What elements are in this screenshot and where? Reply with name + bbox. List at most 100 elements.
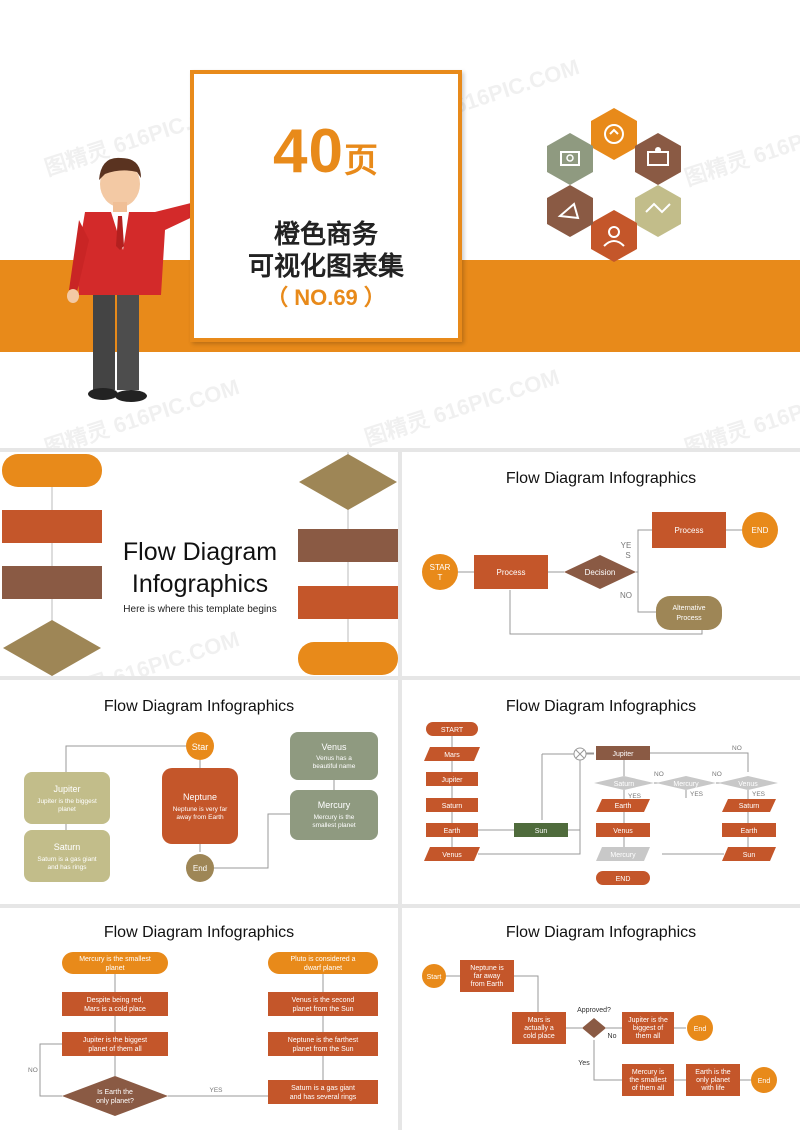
jupiter-box: [24, 772, 110, 824]
l3-text: Jupiter is the biggest: [83, 1037, 147, 1044]
e1-text: with life: [700, 1085, 724, 1092]
shape-pill: [2, 454, 102, 487]
r3-box: [268, 1032, 378, 1056]
cover-slide: 图精灵 616PIC.COM 图精灵 616PIC.COM 图精灵 616PIC…: [0, 0, 800, 448]
l3-box: [62, 1032, 168, 1056]
slide2-subtitle: Here is where this template begins: [123, 604, 277, 615]
r2-box: [268, 992, 378, 1016]
r1-text: Pluto is considered a: [291, 956, 356, 963]
r3-text: planet from the Sun: [292, 1046, 353, 1053]
jupiter-desc: Jupiter is the biggest: [37, 798, 97, 805]
slide-flow-approval: Flow Diagram Infographics Start Neptune …: [402, 908, 800, 1130]
hex-olive: [635, 185, 681, 237]
mercury-desc: Mercury is the: [314, 814, 355, 821]
shape-diamond: [3, 620, 101, 676]
venus-desc: beautiful name: [313, 763, 356, 770]
cover-title-frame: 40页 橙色商务 可视化图表集 （ NO.69 ）: [190, 70, 462, 342]
m1-text: Mars is: [528, 1017, 551, 1024]
start-circle: [422, 554, 458, 590]
slide5-title: Flow Diagram Infographics: [505, 698, 697, 715]
hex-sage: [547, 133, 593, 185]
process-label: Process: [497, 568, 526, 577]
col4-label: Earth: [741, 828, 758, 835]
me1-text: the smallest: [629, 1077, 666, 1084]
approval-diamond: [582, 1018, 606, 1038]
approved-label: Approved?: [577, 1007, 611, 1014]
decision-label: Mercury: [673, 781, 699, 788]
l4-text: Is Earth the: [97, 1089, 133, 1096]
col1-label: Venus: [442, 852, 462, 859]
slide2-decoration: [2, 452, 398, 676]
process-box: [652, 512, 726, 548]
col1-mars: Mars: [424, 747, 480, 761]
l2-box: [62, 992, 168, 1016]
slide3-diagram: STAR T Process Decision YE S NO Process …: [422, 512, 778, 635]
shape-diamond: [299, 454, 397, 510]
slide4-diagram: Star End Jupiter Jupiter is the biggest …: [24, 732, 378, 882]
neptune-box: [162, 768, 238, 844]
col4-earth: Earth: [722, 823, 776, 837]
j1-text: them all: [636, 1033, 661, 1040]
no-label: NO: [654, 771, 664, 778]
slide3-title: Flow Diagram Infographics: [505, 470, 697, 487]
decision-label: Saturn: [614, 781, 635, 788]
e1-text: Earth is the: [695, 1069, 731, 1076]
watermark: 图精灵 616PIC.COM: [681, 374, 800, 448]
n1-text: far away: [474, 973, 501, 980]
saturn-desc: Saturn is a gas giant: [37, 856, 96, 863]
start-circle: [186, 732, 214, 760]
process-label: Process: [675, 526, 704, 535]
earth-box: [686, 1064, 740, 1096]
saturn-desc: and has rings: [47, 864, 87, 871]
no-label: No: [608, 1033, 617, 1040]
process-box: [474, 555, 548, 589]
end-circle: [186, 854, 214, 882]
start-circle: [422, 964, 446, 988]
n1-text: Neptune is: [470, 965, 504, 972]
col4-sun: Sun: [722, 847, 776, 861]
neptune-desc: away from Earth: [176, 814, 224, 821]
col2-mercury: Mercury: [596, 847, 650, 861]
end-label: END: [616, 876, 631, 883]
col2-venus: Venus: [596, 823, 650, 837]
end-label: End: [694, 1026, 707, 1033]
no-label: NO: [620, 591, 632, 600]
jupiter-label: Jupiter: [612, 751, 634, 758]
yes-label: YES: [690, 791, 704, 798]
decision-diamond: [656, 776, 716, 790]
col2-label: Venus: [613, 828, 633, 835]
l1-text: planet: [105, 965, 124, 972]
neptune-desc: Neptune is very far: [173, 806, 228, 813]
hex-khaki: [547, 185, 593, 237]
m1-text: cold place: [523, 1033, 555, 1040]
r3-text: Neptune is the farthest: [288, 1037, 358, 1044]
slide6-diagram: Mercury is the smallest planet Despite b…: [28, 952, 378, 1116]
yes-label: YES: [209, 1087, 223, 1094]
jupiter-desc: planet: [58, 806, 76, 813]
l1-text: Mercury is the smallest: [79, 956, 151, 963]
right-start-pill: [268, 952, 378, 974]
no-label: NO: [732, 745, 742, 752]
hex-orange: [591, 108, 637, 160]
end-circle: [687, 1015, 713, 1041]
n1-text: from Earth: [471, 981, 504, 988]
j1-text: Jupiter is the: [628, 1017, 668, 1024]
end-label: End: [758, 1078, 771, 1085]
e1-text: only planet: [696, 1077, 730, 1084]
watermark: 图精灵 616PIC.COM: [361, 364, 563, 448]
me1-text: of them all: [632, 1085, 665, 1092]
slide4-title: Flow Diagram Infographics: [103, 698, 295, 715]
slide-flow-two-columns: Flow Diagram Infographics Mercury is the…: [0, 908, 398, 1130]
decision-diamond: [718, 776, 778, 790]
shape-rect: [2, 566, 102, 599]
mercury-box: [622, 1064, 674, 1096]
r2-text: Venus is the second: [292, 997, 355, 1004]
col4-label: Saturn: [739, 803, 760, 810]
l2-text: Mars is a cold place: [84, 1006, 146, 1013]
slide7-diagram: Start Neptune is far away from Earth Mar…: [422, 960, 777, 1096]
mercury-desc: smallest planet: [312, 822, 356, 829]
yes-label: YES: [628, 793, 642, 800]
start-pill: [426, 722, 478, 736]
cover-title-line1: 橙色商务: [273, 219, 378, 249]
r1-text: dwarf planet: [304, 965, 342, 972]
